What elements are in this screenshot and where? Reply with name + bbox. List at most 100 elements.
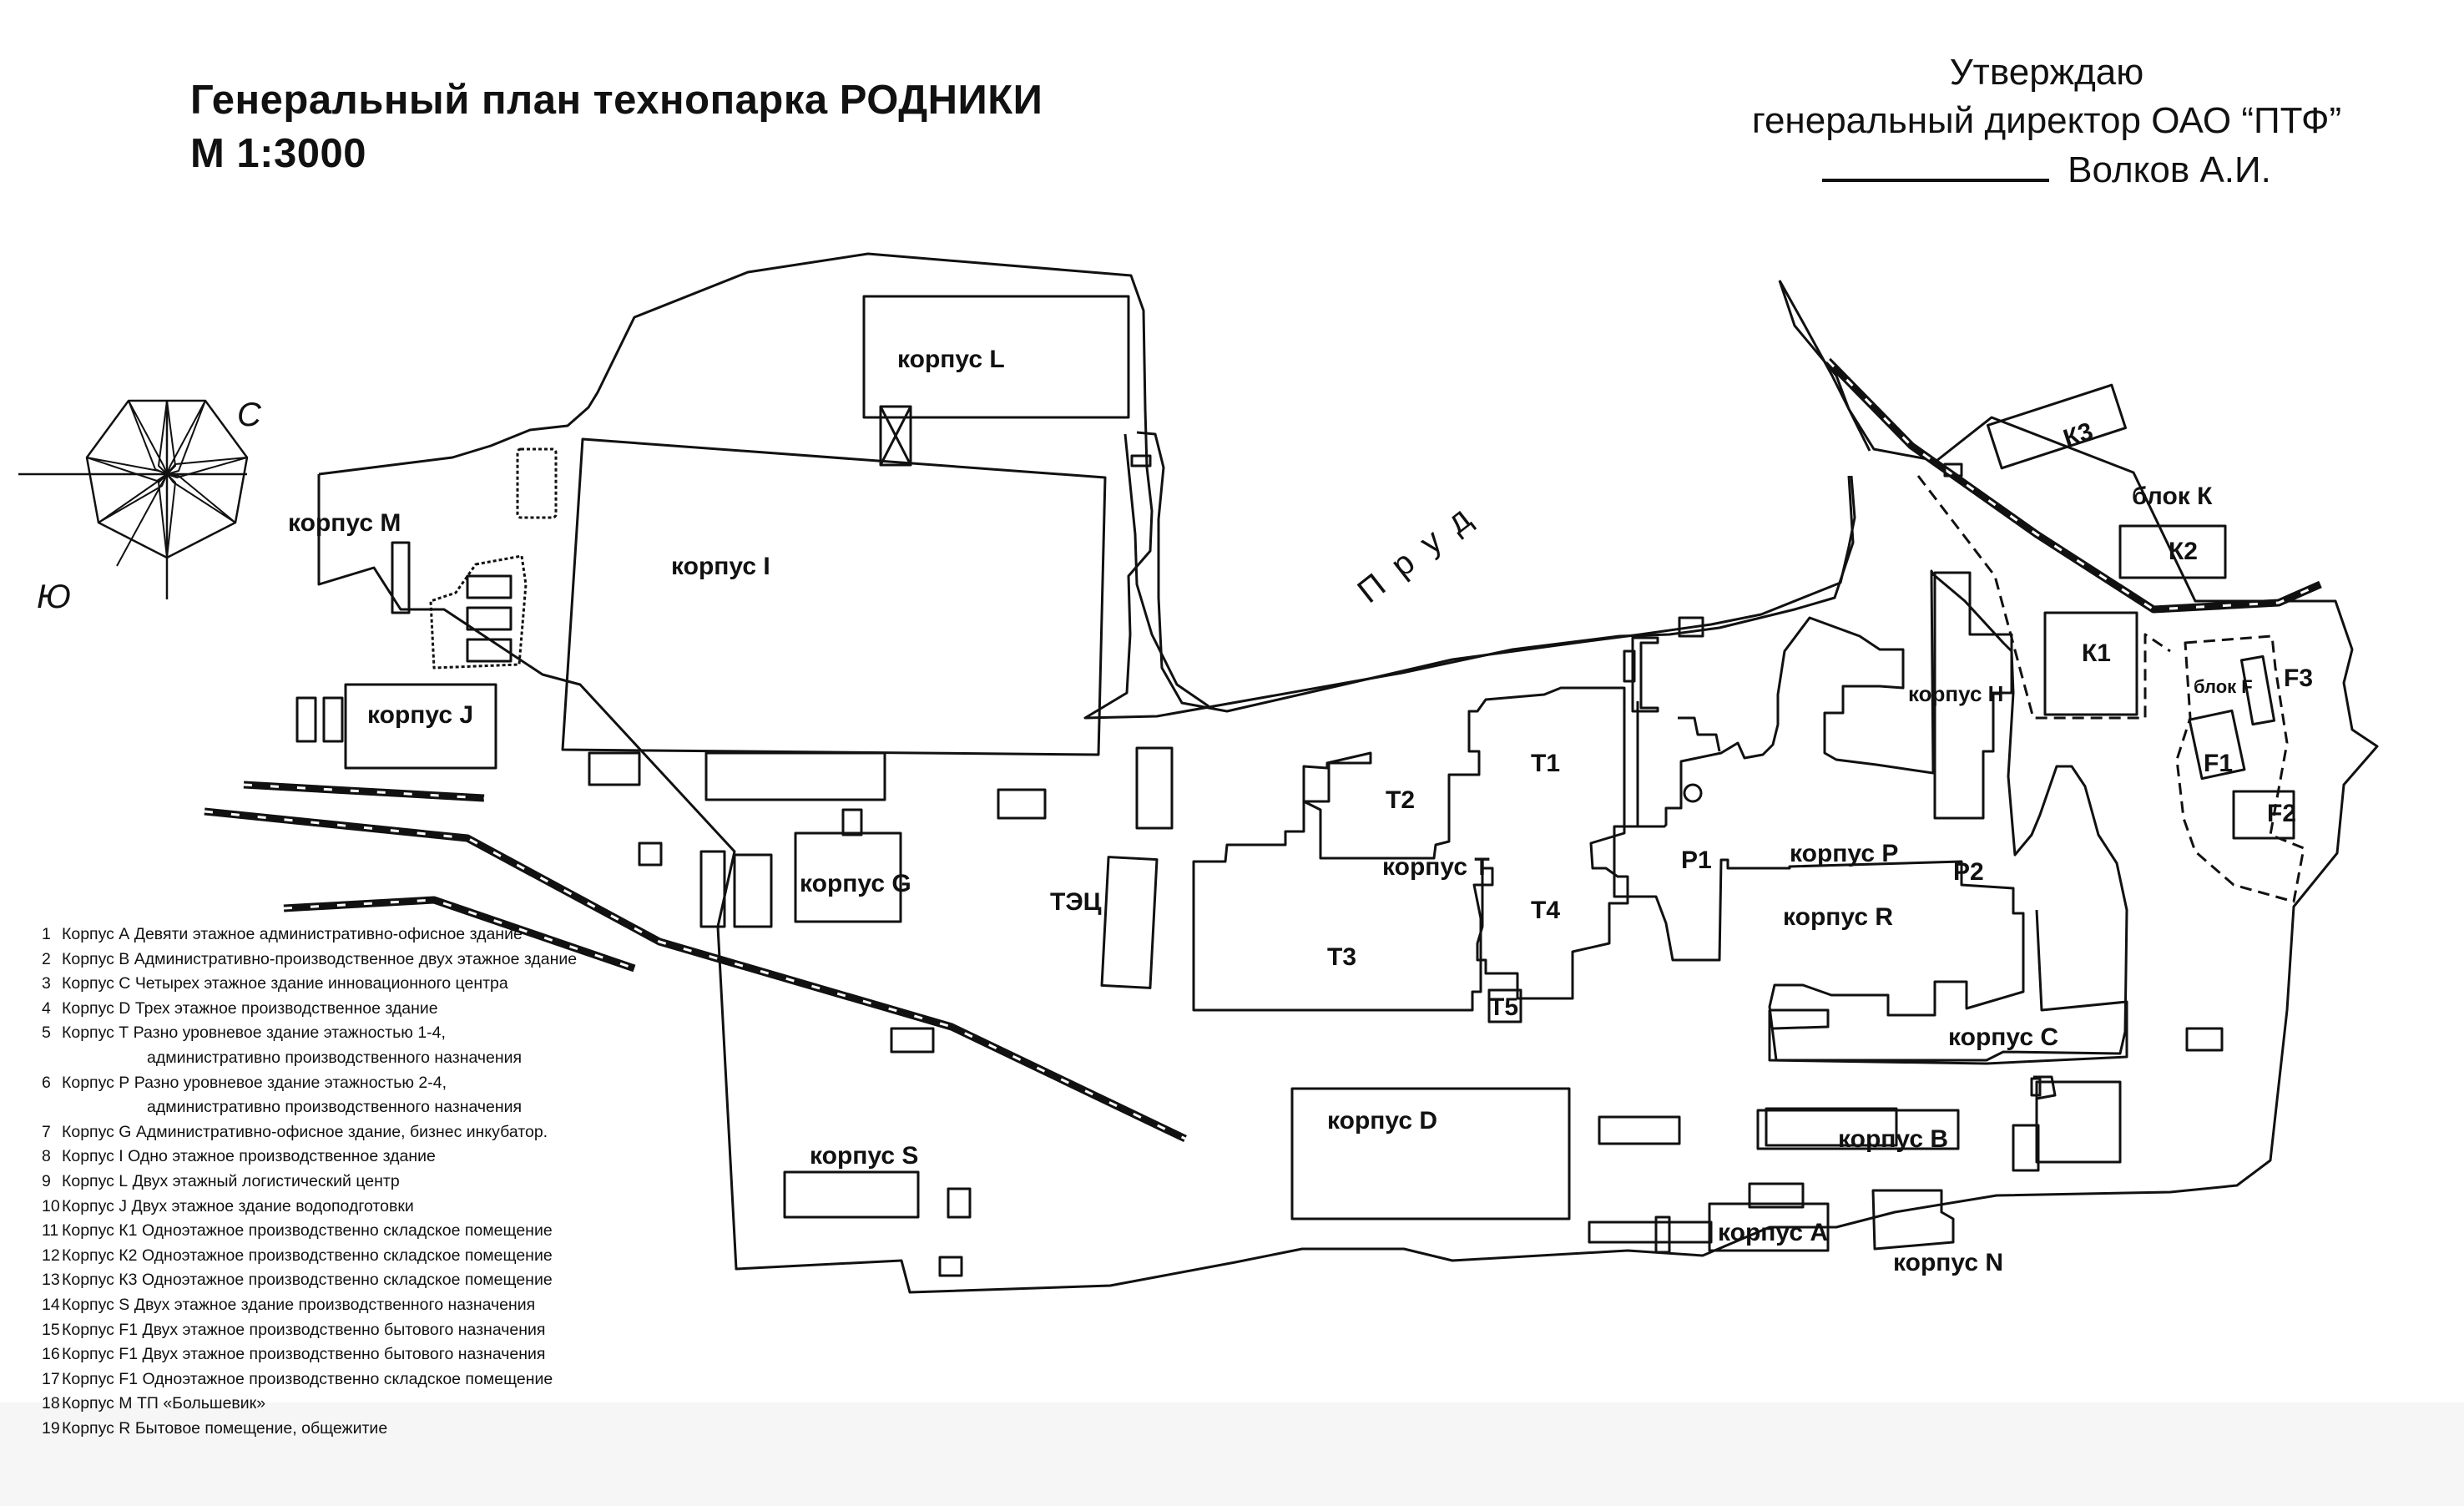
compass-south-label: Ю bbox=[37, 579, 71, 615]
legend-item-number: 15 bbox=[42, 1320, 60, 1339]
label-P1: Р1 bbox=[1681, 846, 1712, 874]
approval-heading: Утверждаю bbox=[1949, 52, 2144, 93]
label-korpus-N: корпус N bbox=[1893, 1249, 2003, 1276]
building-korpus-D bbox=[1290, 1087, 1571, 1220]
building-korpus-C bbox=[1768, 909, 2128, 1065]
building-K3 bbox=[1986, 383, 2128, 470]
legend-item-number: 14 bbox=[42, 1295, 60, 1314]
legend-item-building: Корпус К3 bbox=[62, 1271, 138, 1290]
legend-item-building: Корпус F1 bbox=[62, 1320, 139, 1339]
approval-position: генеральный директор ОАО “ПТФ” bbox=[1751, 100, 2342, 141]
legend-item-description: Одноэтажное производственно складское по… bbox=[142, 1369, 553, 1388]
legend-item-description: Бытовое помещение, общежитие bbox=[134, 1418, 388, 1438]
legend-item-building: Корпус F1 bbox=[62, 1345, 139, 1364]
legend-item-number: 7 bbox=[42, 1122, 51, 1141]
legend-item-building: Корпус R bbox=[62, 1418, 131, 1438]
legend-item-number: 8 bbox=[42, 1147, 51, 1166]
legend-item-description: Четырех этажное здание инновационного це… bbox=[134, 974, 508, 993]
plan-scale: М 1:3000 bbox=[190, 131, 367, 176]
approval-signature-row: Волков А.И. bbox=[1729, 145, 2364, 195]
building-K2 bbox=[2118, 524, 2227, 579]
legend-item-building: Корпус В bbox=[62, 949, 130, 968]
legend-item-description: Разно уровневое здание этажностью 1-4, bbox=[133, 1023, 446, 1043]
legend-item-number: 11 bbox=[42, 1221, 59, 1241]
legend-item-building: Корпус А bbox=[62, 925, 130, 943]
building-korpus-G bbox=[794, 831, 902, 923]
plan-title-line: Генеральный план технопарка РОДНИКИ bbox=[190, 78, 1043, 123]
building-korpus-S bbox=[783, 1170, 920, 1219]
legend-item-description: Двух этажное здание водоподготовки bbox=[131, 1196, 414, 1215]
label-T1: Т1 bbox=[1531, 750, 1560, 777]
building-korpus-T bbox=[1192, 686, 1629, 1012]
label-korpus-P: корпус P bbox=[1790, 840, 1898, 867]
label-F2: F2 bbox=[2267, 800, 2296, 827]
label-korpus-T: корпус Т bbox=[1382, 853, 1490, 881]
label-korpus-B: корпус B bbox=[1838, 1125, 1948, 1153]
legend-item-description: Административно-офисное здание, бизнес и… bbox=[135, 1122, 548, 1141]
pond-shore bbox=[1136, 431, 1856, 713]
label-korpus-S: корпус S bbox=[810, 1142, 918, 1170]
legend-item-number: 5 bbox=[42, 1023, 51, 1043]
building-korpus-P bbox=[1631, 636, 1659, 713]
label-P2: Р2 bbox=[1953, 858, 1984, 886]
legend-item-building: Корпус S bbox=[62, 1295, 130, 1314]
legend-item-number: 2 bbox=[42, 949, 51, 968]
label-korpus-R: корпус R bbox=[1783, 903, 1893, 931]
legend-item-description: Двух этажное производственно бытового на… bbox=[142, 1320, 546, 1339]
legend-item-number: 13 bbox=[42, 1271, 60, 1290]
label-korpus-I: корпус I bbox=[671, 553, 770, 580]
label-K1: К1 bbox=[2082, 639, 2111, 667]
plan-title: Генеральный план технопарка РОДНИКИ М 1:… bbox=[190, 73, 1043, 180]
label-korpus-D: корпус D bbox=[1327, 1107, 1437, 1135]
building-K1 bbox=[2043, 611, 2138, 716]
legend-item-number: 4 bbox=[42, 998, 51, 1018]
legend-item-number: 19 bbox=[42, 1418, 60, 1438]
legend-item-building: Корпус F1 bbox=[62, 1369, 139, 1388]
legend-item-building: Корпус G bbox=[62, 1122, 132, 1141]
label-blok-F: блок F bbox=[2194, 676, 2253, 697]
legend-item-description: Одноэтажное производственно складское по… bbox=[141, 1271, 553, 1290]
legend-item-building: Корпус D bbox=[62, 998, 131, 1018]
approval-block: Утверждаю генеральный директор ОАО “ПТФ”… bbox=[1729, 48, 2364, 195]
legend-item-building: Корпус Р bbox=[62, 1073, 130, 1092]
legend-item-number: 6 bbox=[42, 1073, 51, 1092]
label-korpus-M: корпус М bbox=[288, 509, 401, 537]
site-boundary bbox=[317, 280, 2379, 1294]
legend-item-building: Корпус Т bbox=[62, 1023, 129, 1043]
label-T4: Т4 bbox=[1531, 897, 1560, 924]
legend-item-building: Корпус С bbox=[62, 974, 131, 993]
legend-item-number: 16 bbox=[42, 1345, 60, 1364]
label-F3: F3 bbox=[2284, 665, 2313, 692]
label-T2: Т2 bbox=[1386, 786, 1415, 814]
legend-item-description: Двух этажное производственно бытового на… bbox=[142, 1345, 546, 1364]
legend-item-building: Корпус J bbox=[62, 1196, 128, 1215]
compass-north-label: С bbox=[237, 397, 262, 433]
building-korpus-L bbox=[862, 295, 1130, 419]
label-T3: Т3 bbox=[1327, 943, 1356, 971]
legend-item-building: Корпус К1 bbox=[62, 1221, 138, 1241]
label-blok-K: блок К bbox=[2132, 483, 2213, 510]
label-korpus-H: корпус H bbox=[1908, 681, 2003, 706]
building-korpus-H bbox=[1933, 571, 2013, 820]
legend-item-description: ТП «Большевик» bbox=[136, 1394, 266, 1413]
legend-item-building: Корпус I bbox=[62, 1147, 124, 1166]
legend-item-number: 1 bbox=[42, 925, 51, 943]
legend-item-number: 17 bbox=[42, 1369, 60, 1388]
legend-item-continuation: административно производственного назнач… bbox=[147, 1048, 523, 1067]
building-F3 bbox=[2239, 654, 2276, 726]
